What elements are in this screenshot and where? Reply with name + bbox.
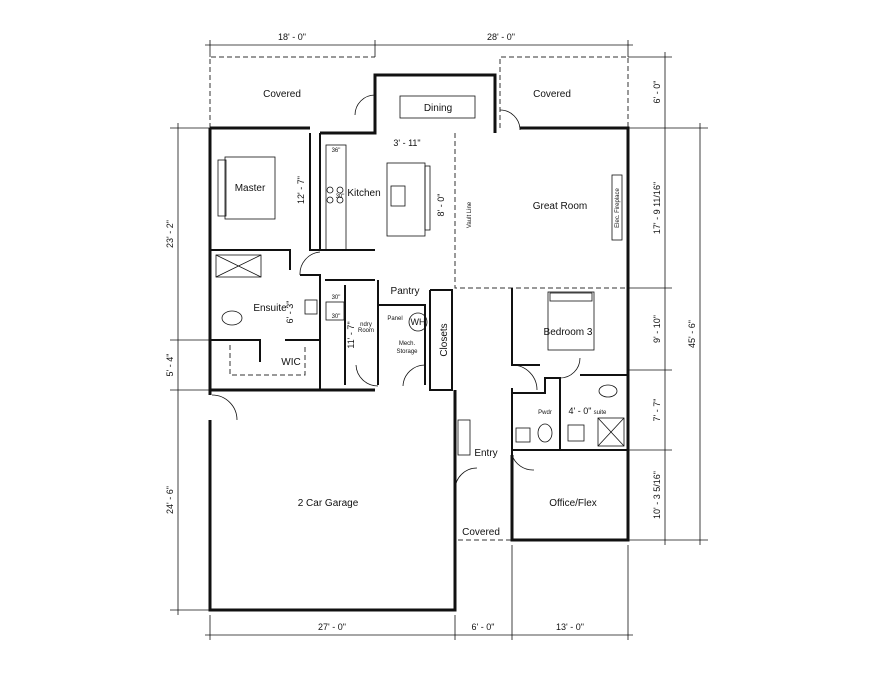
bar-stools — [424, 165, 431, 231]
kitchen-counter — [325, 144, 347, 251]
master-bed — [224, 156, 276, 220]
dimension-lines — [170, 40, 708, 640]
dim-right-4: 7' - 7" — [652, 399, 662, 422]
sink-icon — [390, 185, 406, 207]
label-office: Office/Flex — [549, 498, 597, 509]
dim-laundry: 11' - 7" — [346, 321, 356, 348]
label-great-room: Great Room — [533, 201, 587, 212]
label-vault-line: Vault Line — [467, 201, 473, 228]
dim-bath: 4' - 0" — [569, 406, 592, 416]
label-suite: suite — [594, 410, 607, 416]
dim-top-1: 18' - 0" — [278, 32, 306, 42]
label-kitchen: Kitchen — [347, 188, 380, 199]
kitchen-island — [386, 162, 426, 237]
label-laundry-1: ndry — [360, 322, 372, 328]
label-appliance-30b: 30" — [332, 314, 341, 320]
label-wic: WIC — [281, 357, 300, 368]
dim-left-3: 24' - 6" — [165, 486, 175, 514]
label-storage: Storage — [396, 349, 418, 355]
dim-master-depth: 12' - 7" — [296, 176, 306, 204]
label-wh: WH — [411, 317, 426, 327]
door-swing — [354, 94, 376, 116]
fixtures — [211, 94, 625, 491]
dim-bottom-2: 6' - 0" — [472, 622, 495, 632]
washer — [325, 301, 345, 321]
dim-top-2: 28' - 0" — [487, 32, 515, 42]
label-laundry-2: Room — [358, 328, 374, 334]
toilet-icon — [598, 384, 618, 398]
fireplace — [611, 174, 623, 241]
dim-left-2: 5' - 4" — [165, 354, 175, 377]
dim-island-width: 3' - 11" — [393, 138, 420, 148]
label-closets: Closets — [439, 323, 450, 356]
water-heater — [408, 312, 428, 332]
dim-right-total: 45' - 6" — [687, 320, 697, 348]
dimension-labels: 18' - 0" 28' - 0" 27' - 0" 6' - 0" 13' -… — [165, 32, 697, 632]
sink-icon — [304, 299, 318, 315]
dim-bottom-3: 13' - 0" — [556, 622, 584, 632]
label-covered-left: Covered — [263, 89, 301, 100]
label-bedroom3: Bedroom 3 — [544, 327, 593, 338]
dim-island-length: 8' - 0" — [436, 194, 446, 217]
toilet-icon — [221, 310, 243, 326]
interior-walls — [210, 133, 628, 455]
label-appliance-36: 36" — [332, 148, 341, 154]
tub — [215, 254, 262, 278]
sink-icon — [567, 424, 585, 442]
label-appliance-30: 30" — [332, 295, 341, 301]
exterior-walls — [208, 73, 630, 612]
bedroom3-bed — [547, 291, 595, 351]
label-garage: 2 Car Garage — [298, 498, 359, 509]
room-labels: Covered Dining Covered Master Kitchen Gr… — [235, 89, 621, 538]
label-covered-right: Covered — [533, 89, 571, 100]
entry-steps — [457, 419, 471, 456]
label-covered-entry: Covered — [462, 527, 500, 538]
label-master: Master — [235, 183, 266, 194]
dining-table — [399, 95, 476, 119]
label-range-30: 30" — [336, 194, 345, 200]
dim-left-1: 23' - 2" — [165, 220, 175, 248]
shower — [597, 417, 625, 447]
label-pwdr: Pwdr — [538, 410, 552, 416]
sink-icon — [515, 427, 531, 443]
label-pantry: Pantry — [391, 286, 420, 297]
dim-right-3: 9' - 10" — [652, 315, 662, 343]
toilet-icon — [537, 423, 553, 443]
label-fireplace: Elec. Fireplace — [615, 187, 621, 227]
label-entry: Entry — [474, 448, 497, 459]
dim-bottom-1: 27' - 0" — [318, 622, 346, 632]
label-mech: Mech. — [399, 341, 416, 347]
dim-right-5: 10' - 3 5/16" — [652, 471, 662, 519]
label-panel: Panel — [387, 316, 402, 322]
label-dining: Dining — [424, 103, 452, 114]
label-ensuite: Ensuite — [253, 303, 287, 314]
dim-right-1: 6' - 0" — [652, 81, 662, 104]
dim-right-2: 17' - 9 11/16" — [652, 182, 662, 234]
dim-ensuite: 6' - 3" — [285, 301, 295, 324]
